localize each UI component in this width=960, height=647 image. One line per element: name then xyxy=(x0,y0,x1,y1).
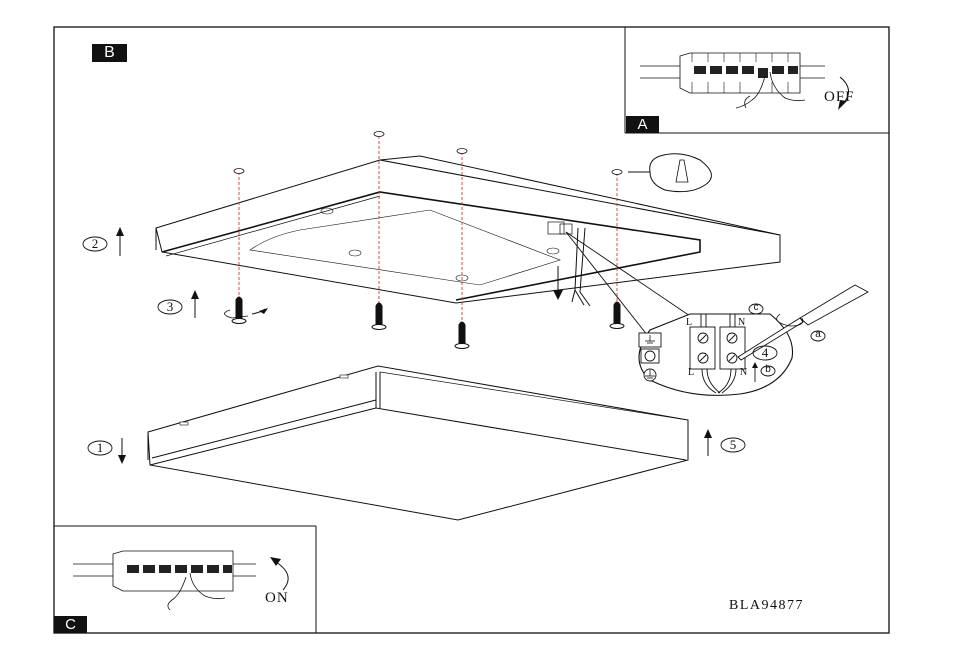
breaker-strip-icon xyxy=(73,550,256,592)
terminal-n-top: N xyxy=(738,317,746,328)
screw-icon xyxy=(454,321,470,349)
diffuser-cover xyxy=(147,365,689,521)
page-frame xyxy=(53,26,890,634)
screws xyxy=(231,296,625,349)
up-arrow-icon xyxy=(191,290,199,318)
drill-guide-lines xyxy=(238,136,618,325)
down-arrow-icon xyxy=(553,266,563,300)
step-arrows xyxy=(116,227,712,464)
rotate-down-arrow-icon xyxy=(838,76,849,110)
wall-plug-icon xyxy=(675,159,689,183)
up-arrow-icon xyxy=(704,429,712,456)
panel-a-power-off xyxy=(624,27,889,134)
terminal-l-top: L xyxy=(686,317,693,328)
hand-icon xyxy=(167,572,226,611)
step-3-number: 3 xyxy=(166,299,174,314)
step-4-number: 4 xyxy=(761,345,769,360)
supply-wires xyxy=(571,227,591,307)
leader-lines xyxy=(565,171,691,337)
step-2-number: 2 xyxy=(91,236,99,251)
panel-c-power-on xyxy=(54,525,317,633)
rotate-screw-arrow-icon xyxy=(224,308,268,319)
hand-icon xyxy=(735,71,806,109)
down-arrow-icon xyxy=(118,438,126,464)
earth-icon xyxy=(645,335,655,379)
screw-icon xyxy=(609,301,625,329)
wiring-detail xyxy=(638,284,869,396)
breaker-strip-icon xyxy=(640,52,825,94)
terminal-block xyxy=(689,314,746,394)
step-5-number: 5 xyxy=(729,437,737,452)
drill-holes xyxy=(233,131,623,175)
substep-a: a xyxy=(815,329,821,340)
panel-b-badge-bg xyxy=(92,44,127,62)
panel-c-badge-bg xyxy=(54,616,87,633)
panel-a-badge: A xyxy=(637,116,648,133)
terminal-n-bottom: N xyxy=(740,367,748,378)
on-caption: ON xyxy=(265,590,289,606)
terminal-l-bottom: L xyxy=(688,367,695,378)
substep-b: b xyxy=(765,364,771,375)
step-number-rings xyxy=(82,236,826,456)
model-code: BLA94877 xyxy=(729,598,804,613)
substep-c: c xyxy=(753,302,759,313)
up-arrow-icon xyxy=(116,227,124,256)
rotate-up-arrow-icon xyxy=(270,557,289,591)
off-caption: OFF xyxy=(824,89,855,105)
panel-a-badge-bg xyxy=(626,116,659,133)
step-1-number: 1 xyxy=(96,440,104,455)
wall-plug-callout xyxy=(649,153,712,193)
up-arrow-small-icon xyxy=(752,362,758,382)
panel-c-badge: C xyxy=(65,616,76,633)
screw-icon xyxy=(231,296,247,324)
screw-icon xyxy=(371,302,387,330)
turn-arrow-icon xyxy=(776,313,804,327)
panel-b-badge: B xyxy=(104,44,115,61)
